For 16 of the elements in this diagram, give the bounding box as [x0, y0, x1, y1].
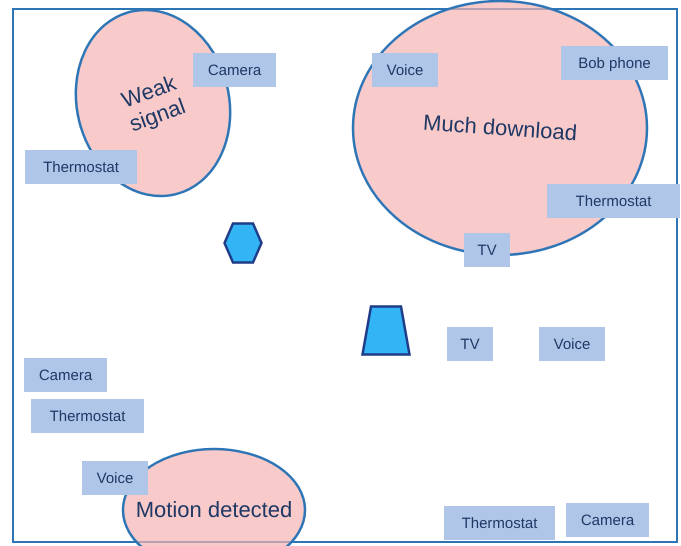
device-label: Voice	[82, 461, 148, 495]
zone-label: Much download	[422, 110, 578, 146]
device-label: Thermostat	[31, 399, 144, 433]
device-label: TV	[447, 327, 493, 361]
device-label: Voice	[372, 53, 438, 87]
device-label: TV	[464, 233, 510, 267]
device-label: Camera	[24, 358, 107, 392]
zone-label: Motion detected	[136, 497, 292, 523]
device-label: Camera	[566, 503, 649, 537]
device-label: Thermostat	[547, 184, 680, 218]
device-label: Thermostat	[25, 150, 137, 184]
device-label: Bob phone	[561, 46, 668, 80]
device-label: Thermostat	[444, 506, 555, 540]
zone-label: Weak signal	[117, 68, 190, 138]
device-label: Voice	[539, 327, 605, 361]
device-label: Camera	[193, 53, 276, 87]
